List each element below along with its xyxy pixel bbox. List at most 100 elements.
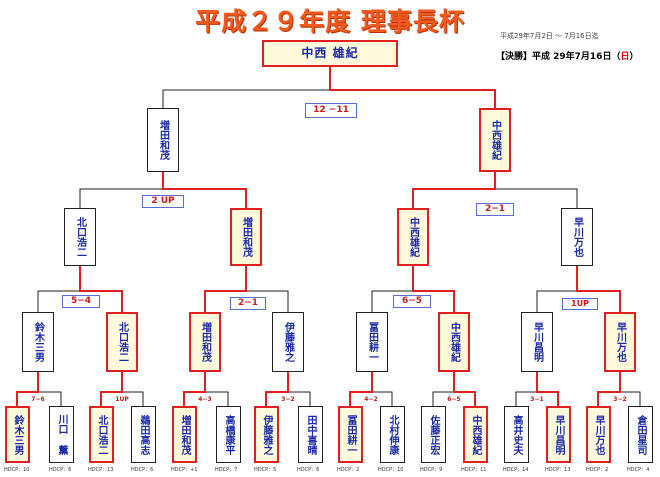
semifinalist-box: 増田和茂 [230,208,262,266]
semifinalist-box: 早川万也 [561,208,593,266]
player-box: 鈴木三男 [5,406,30,463]
player-hdcp: HDCP：9 [420,467,443,473]
final-day: 日 [620,52,630,62]
quarterfinalist-name: 中西雄紀 [448,322,460,362]
player-box: 川口 薫 [49,406,74,463]
score-qf1: 5−4 [62,295,100,308]
player-name: 倉田星司 [635,414,646,455]
semifinalist-name: 中西雄紀 [407,217,419,257]
player-hdcp: HDCP：6 [131,467,154,473]
player-hdcp: HDCP：6 [49,467,72,473]
player-hdcp: HDCP：10 [4,467,30,473]
player-box: 高橋康平 [216,406,241,463]
page-title: 平成２９年度 理事長杯 [195,7,465,36]
quarterfinalist-name: 冨田耕一 [366,322,378,362]
final-date: 【決勝】平成 29年7月16日（日） [496,49,638,62]
score-qf2: 2−1 [230,297,266,310]
player-name: 田中喜晴 [305,414,316,455]
player-box: 伊藤雅之 [254,406,279,463]
quarterfinalist-name: 早川昌明 [531,322,543,362]
score-qf3: 6−5 [393,295,431,308]
player-name: 中西雄紀 [470,414,481,455]
player-box: 北口浩二 [89,406,114,463]
score-r1: 7−6 [31,396,45,403]
quarterfinalist-box: 増田和茂 [189,312,221,372]
player-hdcp: HDCP：2 [337,467,360,473]
player-hdcp: HDCP：+1 [171,467,198,473]
final-date-suffix: ） [629,52,639,62]
champion-name: 中西 雄紀 [301,46,359,60]
player-box: 中西雄紀 [463,406,488,463]
player-name: 高橋康平 [223,414,234,455]
semifinalist-name: 北口浩二 [74,217,86,257]
tournament-period: 平成29年7月2日 〜 7月16日迄 [500,32,599,40]
player-name: 鈴木三男 [12,414,23,455]
player-box: 鵜田高志 [131,406,156,463]
quarterfinalist-box: 早川昌明 [521,312,553,372]
player-hdcp: HDCP：10 [378,467,404,473]
player-name: 北村伸康 [387,414,398,455]
score-r1: 4−3 [198,396,212,403]
semifinalist-name: 早川万也 [571,217,583,257]
player-name: 早川万也 [593,414,604,455]
player-box: 倉田星司 [628,406,653,463]
quarterfinalist-name: 北口浩二 [116,322,128,362]
finalist-name: 中西雄紀 [489,120,501,160]
finalist-box: 増田和茂 [147,108,179,172]
player-hdcp: HDCP：11 [461,467,487,473]
player-name: 鵜田高志 [138,414,149,455]
player-box: 早川昌明 [546,406,571,463]
player-name: 早川昌明 [553,414,564,455]
score-qf4: 1UP [562,298,598,310]
player-hdcp: HDCP：2 [586,467,609,473]
player-box: 佐藤正宏 [421,406,446,463]
quarterfinalist-box: 鈴木三男 [22,312,54,372]
finalist-box: 中西雄紀 [479,108,511,172]
player-hdcp: HDCP：13 [88,467,114,473]
player-hdcp: HDCP：13 [545,467,571,473]
player-name: 高井史夫 [511,414,522,455]
final-date-prefix: 【決勝】平成 29年7月16日（ [496,52,621,62]
player-name: 佐藤正宏 [428,414,439,455]
quarterfinalist-name: 伊藤雅之 [282,322,294,362]
player-name: 増田和茂 [179,414,190,455]
player-hdcp: HDCP：4 [627,467,650,473]
player-hdcp: HDCP：5 [254,467,277,473]
score-r1: 1UP [115,396,129,403]
player-name: 北口浩二 [96,414,107,455]
quarterfinalist-name: 鈴木三男 [32,322,44,362]
champion-box: 中西 雄紀 [262,40,398,67]
semifinalist-name: 増田和茂 [240,217,252,257]
score-semi-left: 2 UP [142,195,184,208]
score-semi-right: 2−1 [476,203,514,216]
player-box: 増田和茂 [172,406,197,463]
quarterfinalist-box: 中西雄紀 [438,312,470,372]
score-r1: 3−2 [281,396,295,403]
quarterfinalist-name: 早川万也 [614,322,626,362]
player-name: 川口 薫 [56,414,67,455]
winning-lines [16,66,621,406]
quarterfinalist-box: 冨田耕一 [356,312,388,372]
player-hdcp: HDCP：14 [503,467,529,473]
player-hdcp: HDCP：6 [297,467,320,473]
player-name: 伊藤雅之 [261,414,272,455]
score-r1: 3−1 [530,396,544,403]
score-r1: 6−5 [447,396,461,403]
player-box: 高井史夫 [504,406,529,463]
player-box: 冨田耕一 [338,406,363,463]
quarterfinalist-box: 北口浩二 [106,312,138,372]
player-hdcp: HDCP：7 [215,467,238,473]
player-box: 北村伸康 [380,406,405,463]
player-name: 冨田耕一 [345,414,356,455]
quarterfinalist-box: 早川万也 [604,312,636,372]
quarterfinalist-name: 増田和茂 [199,322,211,362]
score-r1: 3−2 [613,396,627,403]
quarterfinalist-box: 伊藤雅之 [272,312,304,372]
semifinalist-box: 北口浩二 [64,208,96,266]
player-box: 早川万也 [586,406,611,463]
finalist-name: 増田和茂 [157,120,169,160]
score-final: 12 −11 [305,103,357,118]
semifinalist-box: 中西雄紀 [397,208,429,266]
